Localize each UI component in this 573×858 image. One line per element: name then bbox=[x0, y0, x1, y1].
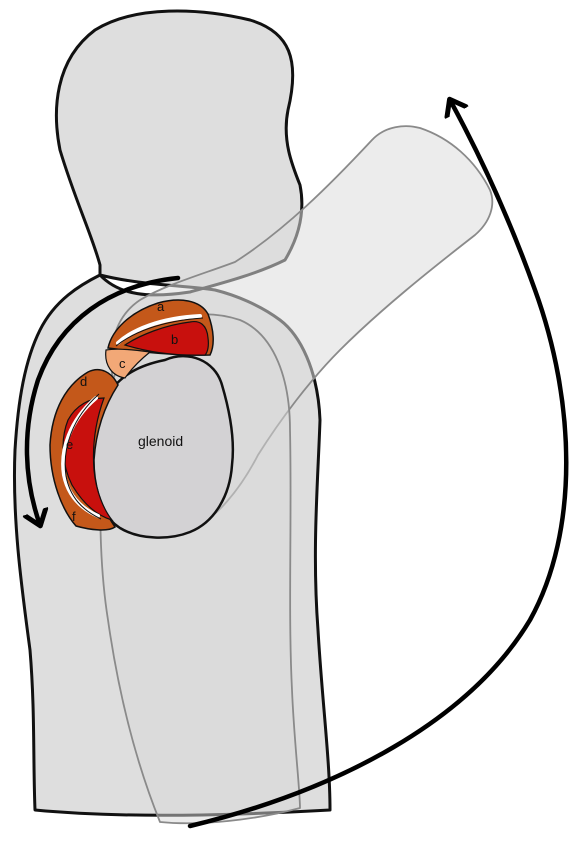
label-b: b bbox=[171, 332, 178, 347]
label-a: a bbox=[157, 299, 165, 314]
label-d: d bbox=[80, 374, 87, 389]
label-c: c bbox=[119, 356, 126, 371]
glenoid-label: glenoid bbox=[138, 433, 183, 449]
label-e: e bbox=[66, 437, 73, 452]
label-f: f bbox=[72, 509, 76, 524]
